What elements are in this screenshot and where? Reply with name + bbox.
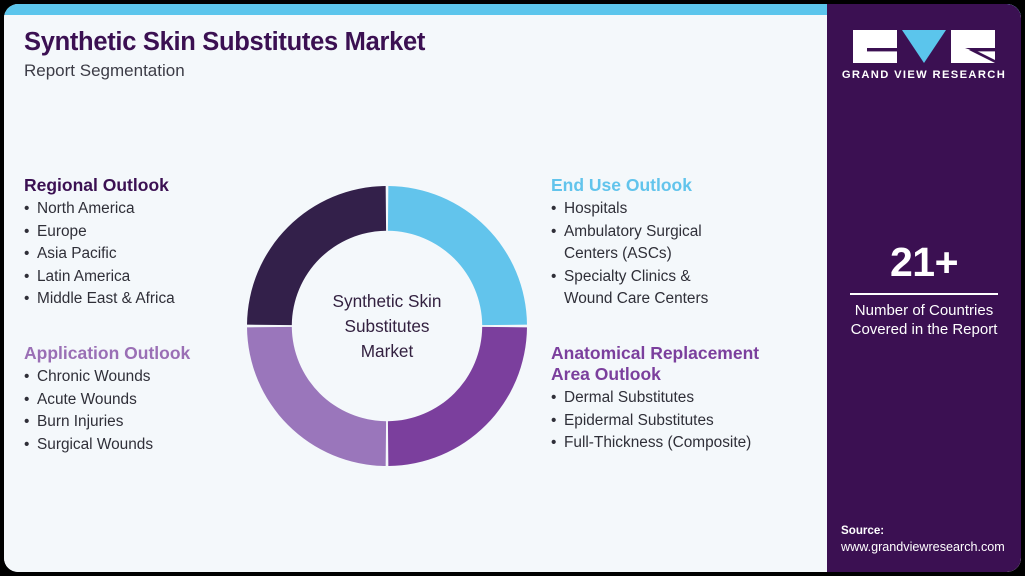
source-url[interactable]: www.grandviewresearch.com [841,540,1005,554]
list-item: Hospitals [551,198,801,221]
donut-segment [247,186,387,326]
segment-list-end-use: Hospitals Ambulatory Surgical Centers (A… [551,198,801,311]
brand-logo: GRAND VIEW RESEARCH [827,30,1021,81]
donut-segment [247,326,387,466]
source-block: Source: www.grandviewresearch.com [841,523,1019,556]
segment-block-anatomical: Anatomical Replacement Area Outlook Derm… [551,343,806,455]
list-item: Middle East & Africa [24,288,259,311]
donut-chart: Synthetic Skin Substitutes Market [247,186,527,466]
segment-heading-application: Application Outlook [24,343,191,363]
segment-block-end-use: End Use Outlook Hospitals Ambulatory Sur… [551,175,801,311]
source-title: Source: [841,524,885,537]
stat-divider [850,293,998,295]
stat-label: Number of Countries Covered in the Repor… [850,301,998,338]
segment-heading-anatomical: Anatomical Replacement Area Outlook [551,343,760,384]
list-item: North America [24,198,259,221]
segment-heading-end-use: End Use Outlook [551,175,692,195]
segment-block-regional: Regional Outlook North America Europe As… [24,175,259,311]
brand-logo-wordmark: GRAND VIEW RESEARCH [841,69,1007,81]
infographic-card: Synthetic Skin Substitutes Market Report… [4,4,1021,572]
list-item: Surgical Wounds [24,434,259,457]
segment-list-anatomical: Dermal Substitutes Epidermal Substitutes… [551,387,806,455]
segment-block-application: Application Outlook Chronic Wounds Acute… [24,343,259,456]
segment-list-application: Chronic Wounds Acute Wounds Burn Injurie… [24,366,259,456]
list-item: Burn Injuries [24,411,259,434]
segment-list-regional: North America Europe Asia Pacific Latin … [24,198,259,311]
donut-segment [387,186,527,326]
list-item: Full-Thickness (Composite) [551,432,806,455]
page-title: Synthetic Skin Substitutes Market [24,28,426,56]
donut-chart-svg [247,186,527,466]
list-item: Chronic Wounds [24,366,259,389]
list-item: Acute Wounds [24,389,259,412]
gvr-logo-icon [853,30,995,63]
country-stat: 21+ Number of Countries Covered in the R… [827,240,1021,339]
list-item: Latin America [24,266,259,289]
list-item: Asia Pacific [24,243,259,266]
list-item: Specialty Clinics & Wound Care Centers [551,266,801,311]
list-item: Epidermal Substitutes [551,410,806,433]
stat-value: 21+ [889,239,959,285]
list-item: Dermal Substitutes [551,387,806,410]
list-item: Ambulatory Surgical Centers (ASCs) [551,221,801,266]
top-accent-bar [4,4,1021,15]
main-content-area: Synthetic Skin Substitutes Market Report… [4,15,823,572]
list-item: Europe [24,221,259,244]
brand-side-panel: GRAND VIEW RESEARCH 21+ Number of Countr… [827,4,1021,572]
donut-segment [387,326,527,466]
page-subtitle: Report Segmentation [24,61,185,80]
segment-heading-regional: Regional Outlook [24,175,169,195]
